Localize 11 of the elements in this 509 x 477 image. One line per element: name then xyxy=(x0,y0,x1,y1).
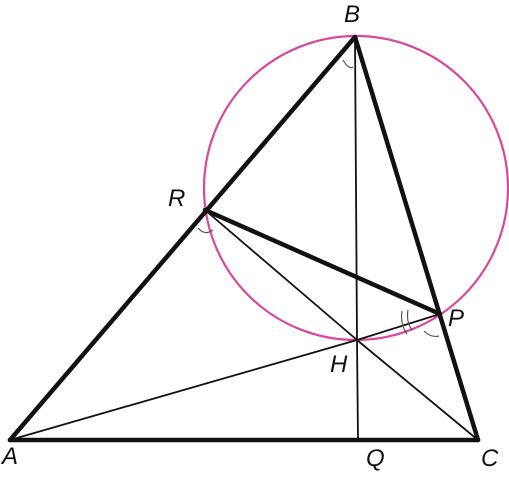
point-label: P xyxy=(448,306,464,332)
thick-line xyxy=(202,208,442,316)
point-label: B xyxy=(344,2,360,28)
point-label: R xyxy=(168,186,186,212)
point-label: Q xyxy=(366,446,385,472)
point-label: A xyxy=(2,444,18,470)
point-label: C xyxy=(481,446,498,472)
thin-line xyxy=(356,313,441,341)
thick-line xyxy=(8,438,480,442)
point-label: H xyxy=(330,352,348,378)
thin-line xyxy=(356,339,359,441)
